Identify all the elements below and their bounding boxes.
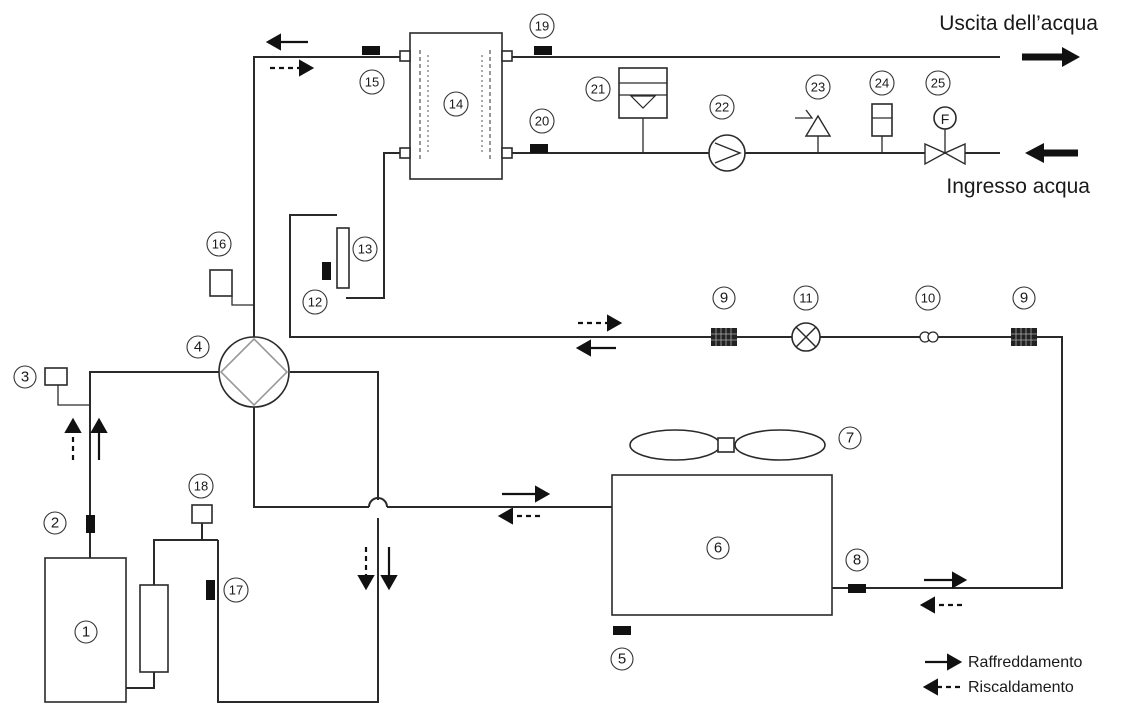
flow-switch: F xyxy=(924,106,966,166)
number-label-5: 5 xyxy=(610,647,634,671)
liquid-receiver xyxy=(322,227,350,289)
svg-text:18: 18 xyxy=(194,479,208,494)
svg-text:14: 14 xyxy=(449,97,463,112)
gas-liquid-separator xyxy=(139,584,169,673)
number-label-23: 23 xyxy=(805,74,831,100)
number-label-10: 10 xyxy=(915,285,941,311)
fan xyxy=(629,429,826,461)
number-label-9b: 9 xyxy=(1012,286,1036,310)
flow-arrows xyxy=(64,33,1080,614)
expansion-tank xyxy=(618,67,668,119)
svg-text:12: 12 xyxy=(308,295,322,310)
number-label-8: 8 xyxy=(845,548,869,572)
svg-text:20: 20 xyxy=(535,114,549,129)
number-label-3: 3 xyxy=(13,365,37,389)
svg-text:8: 8 xyxy=(853,552,861,569)
four-way-valve xyxy=(218,336,290,408)
sensor-19 xyxy=(534,46,552,55)
water-pump xyxy=(708,134,746,172)
number-label-2: 2 xyxy=(43,511,67,535)
svg-text:15: 15 xyxy=(365,75,379,90)
number-label-20: 20 xyxy=(529,108,555,134)
svg-text:13: 13 xyxy=(358,242,372,257)
sensor-5 xyxy=(613,626,631,635)
svg-text:11: 11 xyxy=(799,291,813,306)
capillary-tube xyxy=(919,331,939,343)
svg-text:9: 9 xyxy=(1020,290,1028,307)
svg-text:19: 19 xyxy=(535,19,549,34)
suction-pressure-sensor xyxy=(191,504,213,524)
svg-text:9: 9 xyxy=(720,290,728,307)
component-number-labels: 1 2 3 4 5 6 7 8 9 9 10 11 12 13 14 15 16… xyxy=(13,13,1036,671)
svg-text:3: 3 xyxy=(21,369,29,386)
svg-text:10: 10 xyxy=(921,291,935,306)
number-label-14: 14 xyxy=(443,91,469,117)
safety-valve xyxy=(795,109,832,137)
electronic-expansion-valve xyxy=(791,322,821,352)
svg-text:4: 4 xyxy=(194,339,202,356)
number-label-25: 25 xyxy=(925,70,951,96)
legend: Raffreddamento Riscaldamento xyxy=(922,653,1083,696)
refrigerant-piping xyxy=(57,56,1063,703)
number-label-9a: 9 xyxy=(712,286,736,310)
number-label-16: 16 xyxy=(206,231,232,257)
legend-cooling-label: Raffreddamento xyxy=(968,654,1083,671)
number-label-19: 19 xyxy=(529,13,555,39)
sensor-8 xyxy=(848,584,866,593)
number-label-7: 7 xyxy=(838,426,862,450)
legend-heating-label: Riscaldamento xyxy=(968,679,1074,696)
number-label-18: 18 xyxy=(188,473,214,499)
svg-text:6: 6 xyxy=(714,540,722,557)
number-label-12: 12 xyxy=(302,289,328,315)
svg-text:22: 22 xyxy=(715,100,729,115)
water-piping xyxy=(510,56,1000,154)
sensor-20 xyxy=(530,144,548,153)
svg-text:16: 16 xyxy=(212,237,226,252)
water-inlet-label: Ingresso acqua xyxy=(946,175,1090,198)
filter-left xyxy=(711,328,737,346)
number-label-13: 13 xyxy=(352,236,378,262)
water-outlet-label: Uscita dell’acqua xyxy=(939,12,1098,35)
number-label-22: 22 xyxy=(709,94,735,120)
number-label-11: 11 xyxy=(793,285,819,311)
number-label-17: 17 xyxy=(223,577,249,603)
sensor-17 xyxy=(206,580,215,600)
svg-text:2: 2 xyxy=(51,515,59,532)
number-label-15: 15 xyxy=(359,69,385,95)
svg-text:25: 25 xyxy=(931,76,945,91)
svg-text:24: 24 xyxy=(875,76,889,91)
svg-text:5: 5 xyxy=(618,651,626,668)
svg-text:23: 23 xyxy=(811,80,825,95)
svg-text:17: 17 xyxy=(229,583,243,598)
number-label-1: 1 xyxy=(74,620,98,644)
low-pressure-switch xyxy=(44,367,68,386)
sensor-15 xyxy=(362,46,380,55)
svg-text:7: 7 xyxy=(846,430,854,447)
automatic-air-vent xyxy=(871,103,893,137)
number-label-4: 4 xyxy=(186,335,210,359)
high-pressure-switch xyxy=(209,269,233,297)
svg-text:21: 21 xyxy=(591,82,605,97)
number-label-24: 24 xyxy=(869,70,895,96)
sensor-2 xyxy=(86,515,95,533)
number-label-6: 6 xyxy=(706,536,730,560)
flow-switch-letter: F xyxy=(941,111,950,127)
number-label-21: 21 xyxy=(585,76,611,102)
filter-right xyxy=(1011,328,1037,346)
svg-text:1: 1 xyxy=(82,624,90,641)
